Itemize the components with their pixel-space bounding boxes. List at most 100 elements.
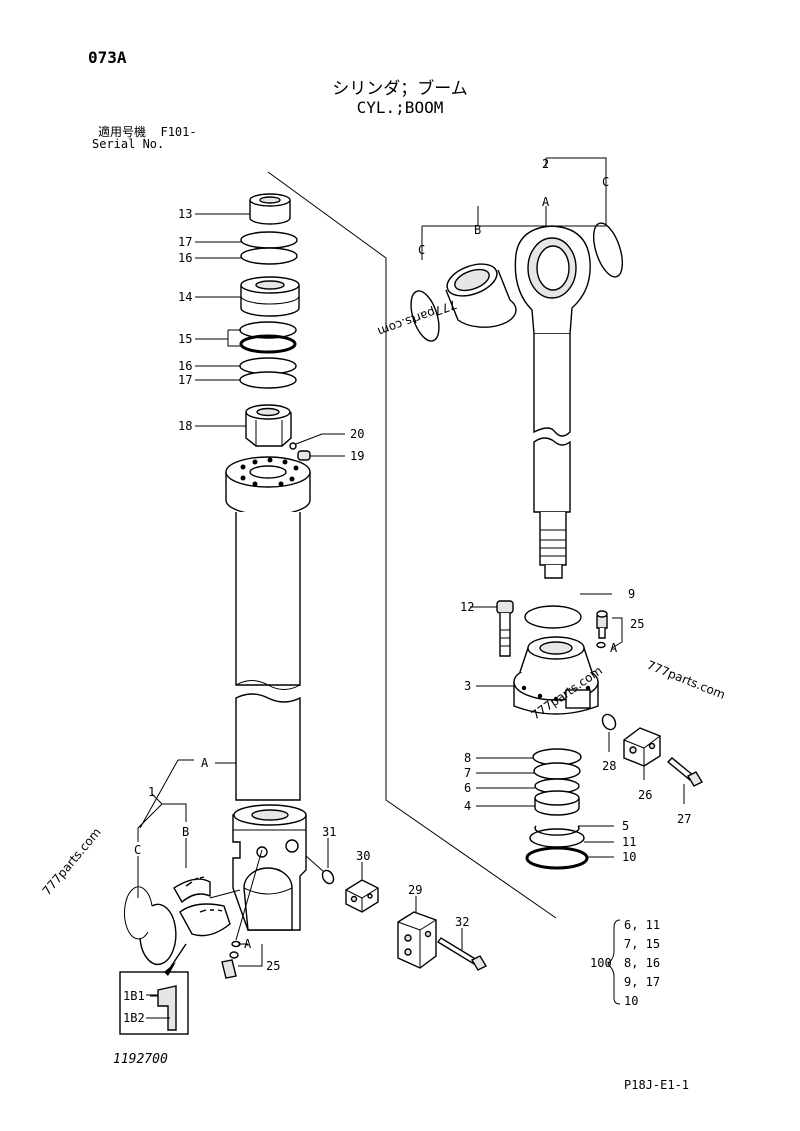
watermark-2: 777parts.com — [40, 825, 104, 898]
callout-16: 16 — [178, 251, 192, 265]
kit-number: 100 — [590, 956, 612, 970]
callout-5: 5 — [622, 819, 629, 833]
part-27-bolt[interactable] — [666, 757, 703, 787]
callout-25-right: 25 — [630, 617, 644, 631]
part-17-ring-lower[interactable] — [239, 371, 297, 389]
page-reference: P18J-E1-1 — [624, 1078, 690, 1092]
part-32-bolt[interactable] — [436, 937, 487, 971]
callout-2c-right: C — [602, 175, 609, 189]
callout-15: 15 — [178, 332, 192, 346]
page-code: 073A — [88, 48, 127, 67]
callout-30: 30 — [356, 849, 370, 863]
callout-31: 31 — [322, 825, 336, 839]
ref-a-bottom: A — [244, 937, 252, 951]
callout-13: 13 — [178, 207, 192, 221]
part-12-bolt[interactable] — [496, 600, 514, 657]
callout-1: 1 — [148, 785, 155, 799]
part-2c-ring-left[interactable] — [406, 288, 445, 345]
part-1b-bushing[interactable] — [173, 876, 231, 937]
callout-8: 8 — [464, 751, 471, 765]
callout-10: 10 — [622, 850, 636, 864]
callout-2: 2 — [542, 157, 549, 171]
explosion-axis-line — [267, 171, 557, 919]
callout-17b: 17 — [178, 373, 192, 387]
part-2b-bushing[interactable] — [443, 258, 517, 328]
part-3-cylinder-head[interactable] — [513, 636, 599, 715]
callout-4: 4 — [464, 799, 471, 813]
part-25-grease-nipple-left[interactable] — [221, 951, 239, 979]
part-30-block[interactable] — [345, 879, 379, 913]
applicable-models: 適用号機 F101- — [98, 123, 197, 140]
callout-16b: 16 — [178, 359, 192, 373]
bushing-detail-box — [119, 943, 189, 1035]
ref-a-right: A — [610, 641, 618, 655]
callout-32: 32 — [455, 915, 469, 929]
part-7-ring[interactable] — [533, 762, 581, 780]
callout-27: 27 — [677, 812, 691, 826]
callout-11: 11 — [622, 835, 636, 849]
part-11-ring[interactable] — [529, 828, 585, 848]
callout-2a: A — [542, 195, 550, 209]
applicable-value: F101- — [160, 125, 197, 139]
part-19-set-screw[interactable] — [297, 450, 311, 461]
part-29-valve[interactable] — [397, 911, 437, 969]
cylinder-tube[interactable] — [225, 456, 311, 931]
part-28-o-ring[interactable] — [600, 712, 618, 732]
watermark-4: 777parts.com — [376, 297, 459, 339]
callout-18: 18 — [178, 419, 192, 433]
callout-20: 20 — [350, 427, 364, 441]
callout-1b: B — [182, 825, 189, 839]
title-japanese: シリンダ；ブーム — [332, 79, 468, 99]
callout-labels: 13 17 16 14 15 16 17 18 20 19 2 A C B C … — [123, 157, 691, 1025]
part-15-seal-lower[interactable] — [239, 334, 297, 354]
callout-2b: B — [474, 223, 481, 237]
kit-item-3: 8, 16 — [624, 956, 660, 970]
callout-3: 3 — [464, 679, 471, 693]
piston-rod[interactable] — [533, 334, 571, 579]
callout-29: 29 — [408, 883, 422, 897]
part-5-snap-ring[interactable] — [534, 825, 580, 836]
part-16-ring-upper[interactable] — [240, 247, 298, 265]
kit-item-4: 9, 17 — [624, 975, 660, 989]
kit-item-2: 7, 15 — [624, 937, 660, 951]
part-18-nut[interactable] — [245, 404, 292, 447]
part-17-ring-upper[interactable] — [240, 231, 298, 249]
callout-28: 28 — [602, 759, 616, 773]
part-4-bushing[interactable] — [534, 790, 580, 816]
callout-6: 6 — [464, 781, 471, 795]
drawing-number: 1192700 — [113, 1052, 168, 1067]
part-13-cushion-ring[interactable] — [249, 193, 291, 225]
kit-100: 100 6, 11 7, 15 8, 16 9, 17 10 — [590, 918, 660, 1008]
title-english: CYL.;BOOM — [356, 98, 444, 117]
part-26-valve-block[interactable] — [623, 727, 661, 767]
callout-12: 12 — [460, 600, 474, 614]
watermark-1: 777parts.com — [645, 658, 727, 702]
callout-17: 17 — [178, 235, 192, 249]
callout-9: 9 — [628, 587, 635, 601]
serial-label: Serial No. — [92, 137, 165, 151]
callout-19: 19 — [350, 449, 364, 463]
callout-7: 7 — [464, 766, 471, 780]
applicable-label: 適用号機 — [98, 125, 147, 139]
part-14-piston[interactable] — [240, 276, 300, 317]
part-25-grease-nipple-right[interactable] — [596, 610, 608, 639]
callout-1a: A — [201, 756, 209, 770]
kit-item-1: 6, 11 — [624, 918, 660, 932]
callout-2c-left: C — [418, 243, 425, 257]
part-31-o-ring[interactable] — [320, 868, 336, 885]
part-1c-snap-ring[interactable] — [139, 903, 177, 966]
callout-1b1: 1B1 — [123, 989, 145, 1003]
part-20-ball[interactable] — [289, 442, 297, 450]
callout-1b2: 1B2 — [123, 1011, 145, 1025]
part-10-seal[interactable] — [525, 846, 589, 870]
grease-line — [235, 849, 263, 941]
part-2c-ring-right[interactable] — [588, 220, 628, 281]
kit-item-5: 10 — [624, 994, 638, 1008]
part-2-rod-eye[interactable] — [514, 225, 591, 335]
part-9-o-ring[interactable] — [524, 605, 582, 629]
part-25-washer-right[interactable] — [596, 641, 606, 649]
leader-lines — [137, 157, 685, 1019]
callout-26: 26 — [638, 788, 652, 802]
callout-25-left: 25 — [266, 959, 280, 973]
